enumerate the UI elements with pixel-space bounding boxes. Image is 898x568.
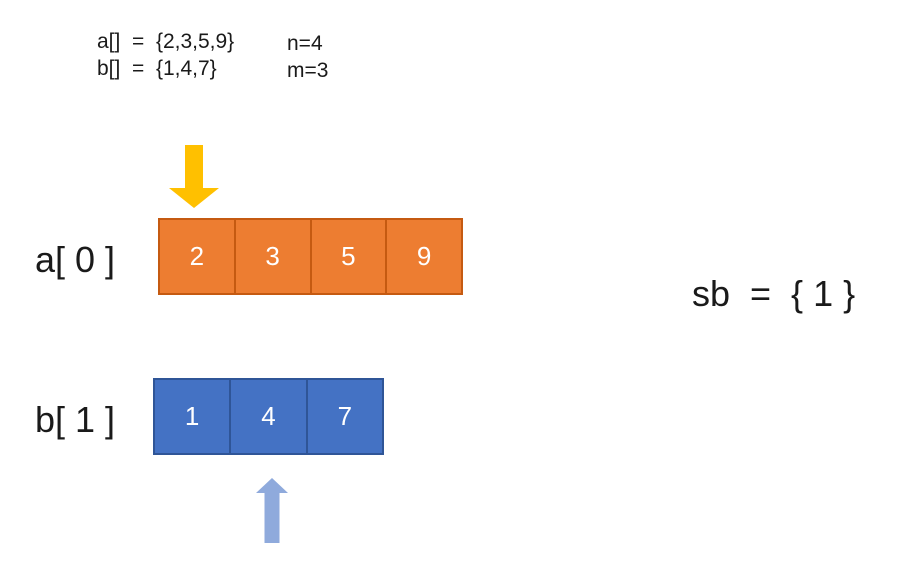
array-b-cell-2: 7 [305,380,382,453]
array-a-cell-3: 9 [385,220,461,293]
array-a-cell-0: 2 [189,241,205,271]
array-b-length: m=3 [287,59,329,82]
b-pointer-up-arrow-icon [256,478,288,543]
array-b: 1 4 7 [153,378,384,455]
array-b-declaration: b[] = {1,4,7} [97,57,217,80]
result-set-text: sb = { 1 } [692,273,856,314]
array-b-cell-0: 1 [184,401,200,431]
array-b-cell-1: 4 [229,380,305,453]
array-a: 2 3 5 9 [158,218,463,295]
array-a-cell-2: 5 [309,220,386,293]
a-pointer-down-arrow-icon [169,145,219,208]
array-a-declaration: a[] = {2,3,5,9} [97,30,235,53]
array-a-length: n=4 [287,32,323,55]
array-b-index-label: b[ 1 ] [35,399,116,440]
array-a-cell-1: 3 [233,220,310,293]
array-a-index-label: a[ 0 ] [35,239,116,280]
